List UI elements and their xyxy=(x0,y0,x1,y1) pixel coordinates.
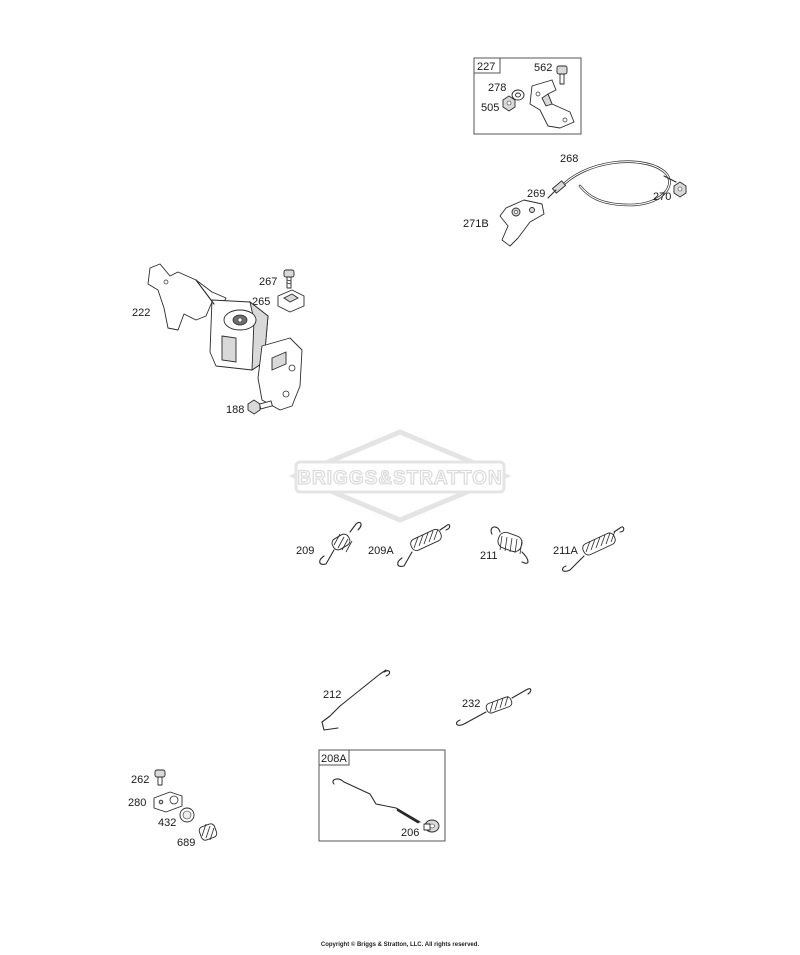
label-268[interactable]: 268 xyxy=(560,153,578,165)
label-562[interactable]: 562 xyxy=(534,62,552,74)
part-222-control-bracket[interactable] xyxy=(147,263,303,411)
part-432-plug[interactable] xyxy=(179,807,195,823)
part-505-nut[interactable] xyxy=(502,95,516,112)
part-227-bracket[interactable] xyxy=(529,79,575,129)
part-271B-lever[interactable] xyxy=(499,199,545,247)
label-265[interactable]: 265 xyxy=(252,296,270,308)
label-232[interactable]: 232 xyxy=(462,698,480,710)
label-209[interactable]: 209 xyxy=(296,545,314,557)
briggs-stratton-watermark: BRIGGS&STRATTON xyxy=(288,429,512,523)
label-262[interactable]: 262 xyxy=(131,774,149,786)
label-267[interactable]: 267 xyxy=(259,276,277,288)
part-211A-spring[interactable] xyxy=(561,526,625,572)
part-268-cable[interactable] xyxy=(547,160,677,207)
part-270-nut[interactable] xyxy=(673,181,687,198)
label-432[interactable]: 432 xyxy=(158,817,176,829)
part-212-rod[interactable] xyxy=(321,669,391,731)
copyright-notice: Copyright © Briggs & Stratton, LLC. All … xyxy=(320,942,480,948)
label-212[interactable]: 212 xyxy=(323,689,341,701)
label-505[interactable]: 505 xyxy=(481,102,499,114)
label-206[interactable]: 206 xyxy=(401,827,419,839)
part-232-spring[interactable] xyxy=(455,688,532,726)
part-278-washer[interactable] xyxy=(511,89,525,101)
kit-box-208A[interactable]: 208A xyxy=(318,749,446,842)
label-211A[interactable]: 211A xyxy=(553,545,579,557)
part-188-bolt[interactable] xyxy=(247,399,273,415)
label-270[interactable]: 270 xyxy=(653,191,671,203)
part-262-screw[interactable] xyxy=(154,769,166,786)
label-209A[interactable]: 209A xyxy=(368,545,394,557)
part-211-spring[interactable] xyxy=(490,526,529,564)
label-271B[interactable]: 271B xyxy=(463,218,489,230)
part-209A-spring[interactable] xyxy=(397,524,451,567)
label-269[interactable]: 269 xyxy=(527,188,545,200)
watermark-text: BRIGGS&STRATTON xyxy=(297,468,502,489)
part-208A-rod[interactable] xyxy=(332,778,421,824)
kit-227-label: 227 xyxy=(477,61,495,73)
kit-box-227[interactable]: 227 xyxy=(473,57,582,135)
label-689[interactable]: 689 xyxy=(177,837,195,849)
part-267-bolt[interactable] xyxy=(283,269,295,289)
label-222[interactable]: 222 xyxy=(132,307,150,319)
part-280-clamp[interactable] xyxy=(153,791,183,813)
part-562-bolt[interactable] xyxy=(556,65,568,85)
label-188[interactable]: 188 xyxy=(226,404,244,416)
part-209-spring[interactable] xyxy=(319,521,362,565)
part-206-bolt[interactable] xyxy=(423,819,440,833)
part-689-spring[interactable] xyxy=(198,823,218,842)
kit-208A-label: 208A xyxy=(321,753,347,765)
label-280[interactable]: 280 xyxy=(128,797,146,809)
part-265-clip[interactable] xyxy=(277,289,305,313)
label-211[interactable]: 211 xyxy=(480,550,498,562)
label-278[interactable]: 278 xyxy=(488,82,506,94)
